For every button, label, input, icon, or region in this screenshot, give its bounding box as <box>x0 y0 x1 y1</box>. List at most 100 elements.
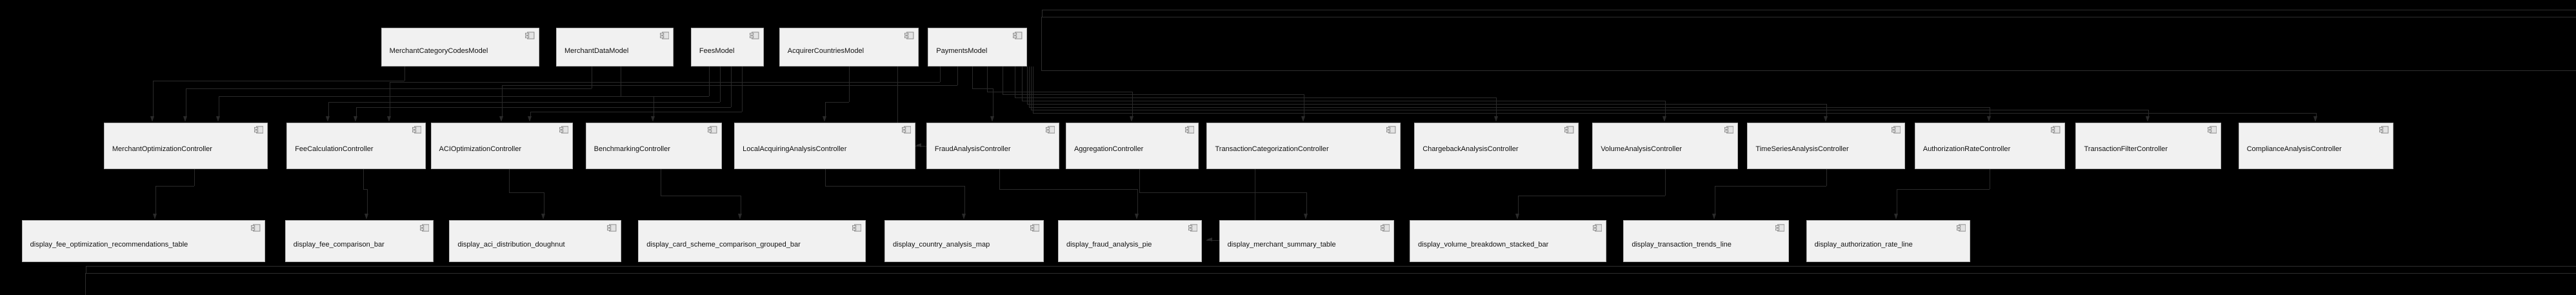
arrowhead-to-ComplianceAnalysisController <box>2313 116 2317 123</box>
arrowhead-to-FeeCalculationController <box>354 116 358 123</box>
component-label: display_authorization_rate_line <box>1814 240 1913 249</box>
edge-lane-8 <box>390 82 940 83</box>
arrowhead-to-ACIOptimizationController <box>528 116 532 123</box>
edge-to-VolumeAnalysisController <box>1665 101 1666 117</box>
display-display_fee_optimization_recommendations_table[interactable]: display_fee_optimization_recommendations… <box>21 219 265 262</box>
edge-lane-3 <box>219 96 710 97</box>
display-display_fee_comparison_bar[interactable]: display_fee_comparison_bar <box>285 219 434 262</box>
component-label: MerchantOptimizationController <box>112 145 212 154</box>
component-icon <box>660 32 670 39</box>
controller-ComplianceAnalysisController[interactable]: ComplianceAnalysisController <box>2238 122 2393 169</box>
arrowhead-to-display_fee_comparison_bar <box>364 214 368 220</box>
arrowhead-to-FeeCalculationController <box>387 116 392 123</box>
model-MerchantDataModel[interactable]: MerchantDataModel <box>555 28 674 67</box>
display-display_authorization_rate_line[interactable]: display_authorization_rate_line <box>1806 219 1971 262</box>
edge-from-AcquirerCountriesModel <box>848 66 850 103</box>
component-label: AcquirerCountriesModel <box>787 46 864 55</box>
arrowhead-to-MerchantOptimizationController <box>216 116 221 123</box>
edge-to-display_merchant_summary_table <box>1306 192 1308 214</box>
edge-to-display_fee_comparison_bar <box>366 188 368 214</box>
controller-AuthorizationRateController[interactable]: AuthorizationRateController <box>1914 122 2065 169</box>
controller-TransactionFilterController[interactable]: TransactionFilterController <box>2075 122 2222 169</box>
edge-from-PaymentsModel <box>987 66 988 92</box>
arrowhead-side-display_merchant_summary_table <box>1206 238 1213 242</box>
component-label: FeesModel <box>699 46 735 55</box>
component-icon <box>559 126 569 134</box>
edge-lane-1 <box>186 88 592 89</box>
controllers-package <box>85 265 2576 295</box>
arrowhead-to-display_fee_optimization_recommendations_table <box>153 214 157 220</box>
edge-lane-18 <box>1033 113 2316 114</box>
edge-from-PaymentsModel <box>1022 66 1023 101</box>
arrowhead-to-display_transaction_trends_line <box>1712 214 1716 220</box>
component-label: display_aci_distribution_doughnut <box>457 240 565 249</box>
component-icon <box>1185 126 1195 134</box>
component-label: display_card_scheme_comparison_grouped_b… <box>646 240 801 249</box>
component-label: AggregationController <box>1073 145 1144 154</box>
controller-MerchantOptimizationController[interactable]: MerchantOptimizationController <box>103 122 268 169</box>
edge-from-LocalAcquiringAnalysisController <box>824 168 826 187</box>
edge-lane-12 <box>1002 94 1304 96</box>
display-display_merchant_summary_table[interactable]: display_merchant_summary_table <box>1219 219 1394 262</box>
controller-VolumeAnalysisController[interactable]: VolumeAnalysisController <box>1592 122 1738 169</box>
edge-from-PaymentsModel <box>939 66 941 83</box>
model-PaymentsModel[interactable]: PaymentsModel <box>928 28 1027 67</box>
arrowhead-to-MerchantOptimizationController <box>150 116 155 123</box>
display-display_country_analysis_map[interactable]: display_country_analysis_map <box>884 219 1044 262</box>
controller-FeeCalculationController[interactable]: FeeCalculationController <box>286 122 426 169</box>
component-label: MerchantDataModel <box>564 46 629 55</box>
component-icon <box>1891 126 1901 134</box>
component-label: display_fee_comparison_bar <box>293 240 384 249</box>
edge-lane-15 <box>1026 103 1826 105</box>
component-label: display_transaction_trends_line <box>1632 240 1732 249</box>
arrowhead-to-TransactionFilterController <box>2146 116 2150 123</box>
controller-AggregationController[interactable]: AggregationController <box>1065 122 1199 169</box>
edge-lane-10 <box>972 88 993 89</box>
controller-ChargebackAnalysisController[interactable]: ChargebackAnalysisController <box>1414 122 1579 169</box>
component-icon <box>1775 224 1785 232</box>
component-icon <box>1045 126 1055 134</box>
component-icon <box>419 224 430 232</box>
component-icon <box>708 126 717 134</box>
controller-LocalAcquiringAnalysisController[interactable]: LocalAcquiringAnalysisController <box>734 122 916 169</box>
display-display_card_scheme_comparison_grouped_bar[interactable]: display_card_scheme_comparison_grouped_b… <box>638 219 866 262</box>
arrowhead-to-ACIOptimizationController <box>499 116 504 123</box>
model-MerchantCategoryCodesModel[interactable]: MerchantCategoryCodesModel <box>381 28 539 67</box>
controller-TransactionCategorizationController[interactable]: TransactionCategorizationController <box>1206 122 1401 169</box>
arrowhead-to-display_volume_breakdown_stacked_bar <box>1515 214 1519 220</box>
component-icon <box>2207 126 2217 134</box>
controller-ACIOptimizationController[interactable]: ACIOptimizationController <box>430 122 574 169</box>
component-icon <box>251 224 261 232</box>
component-label: ACIOptimizationController <box>439 145 522 154</box>
display-display_fraud_analysis_pie[interactable]: display_fraud_analysis_pie <box>1057 219 1203 262</box>
component-label: display_fraud_analysis_pie <box>1066 240 1152 249</box>
arrowhead-to-display_authorization_rate_line <box>1893 214 1898 220</box>
component-icon <box>412 126 422 134</box>
component-icon <box>525 32 535 39</box>
display-display_volume_breakdown_stacked_bar[interactable]: display_volume_breakdown_stacked_bar <box>1409 219 1606 262</box>
component-label: ComplianceAnalysisController <box>2246 145 2342 154</box>
component-icon <box>1030 224 1040 232</box>
controller-TimeSeriesAnalysisController[interactable]: TimeSeriesAnalysisController <box>1747 122 1906 169</box>
component-icon <box>852 224 862 232</box>
edge-to-display_country_analysis_map <box>964 186 965 214</box>
controller-FraudAnalysisController[interactable]: FraudAnalysisController <box>926 122 1060 169</box>
component-label: FraudAnalysisController <box>934 145 1011 154</box>
arrowhead-to-BenchmarkingController <box>651 116 655 123</box>
edge-lane-4 <box>328 102 720 103</box>
component-icon <box>1386 126 1396 134</box>
arrowhead-to-TimeSeriesAnalysisController <box>1824 116 1828 123</box>
edge-to-display_fraud_analysis_pie <box>1137 188 1138 214</box>
component-icon <box>2379 126 2389 134</box>
display-display_transaction_trends_line[interactable]: display_transaction_trends_line <box>1623 219 1790 262</box>
edge-to-display_volume_breakdown_stacked_bar <box>1517 195 1519 214</box>
controller-BenchmarkingController[interactable]: BenchmarkingController <box>585 122 722 169</box>
edge-lane2-2 <box>508 192 544 193</box>
model-FeesModel[interactable]: FeesModel <box>690 28 764 67</box>
model-AcquirerCountriesModel[interactable]: AcquirerCountriesModel <box>779 28 919 67</box>
arrowhead-to-display_merchant_summary_table <box>1304 214 1308 220</box>
arrowhead-to-TransactionCategorizationController <box>1301 116 1305 123</box>
edge-to-FeeCalculationController <box>328 102 330 117</box>
display-display_aci_distribution_doughnut[interactable]: display_aci_distribution_doughnut <box>449 219 621 262</box>
